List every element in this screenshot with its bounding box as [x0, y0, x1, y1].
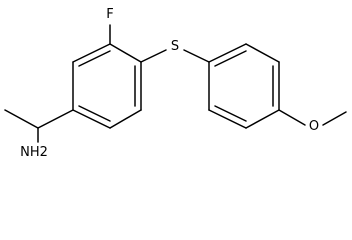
- amine-label: NH2: [20, 145, 48, 160]
- ringB-bond-5: [208, 109, 247, 129]
- ringA-bond-6: [72, 43, 111, 63]
- bond-c-s: [140, 49, 167, 63]
- bond-ch-ch3: [4, 109, 39, 129]
- ringA-bond-4: [72, 109, 111, 129]
- bond-ring-ch: [37, 109, 74, 129]
- bond-o-ch3: [322, 111, 347, 126]
- ringA-bond-6-inner: [78, 50, 111, 67]
- ringA-bond-4-inner: [78, 105, 111, 122]
- fluorine-label: F: [106, 7, 113, 22]
- bond-c-o: [278, 109, 306, 126]
- molecule-structure: F S O NH2: [4, 7, 347, 160]
- ringA-bond-3: [109, 109, 142, 129]
- ringB-bond-2: [245, 43, 280, 63]
- ringB-bond-5-inner: [214, 105, 247, 122]
- sulfur-label: S: [171, 39, 179, 54]
- oxygen-label: O: [309, 119, 319, 134]
- ringA-bond-1: [109, 43, 142, 63]
- ringB-bond-1: [208, 43, 247, 63]
- ringB-bond-1-inner: [214, 50, 247, 67]
- bond-s-c: [183, 49, 210, 63]
- ringB-bond-4: [245, 109, 280, 129]
